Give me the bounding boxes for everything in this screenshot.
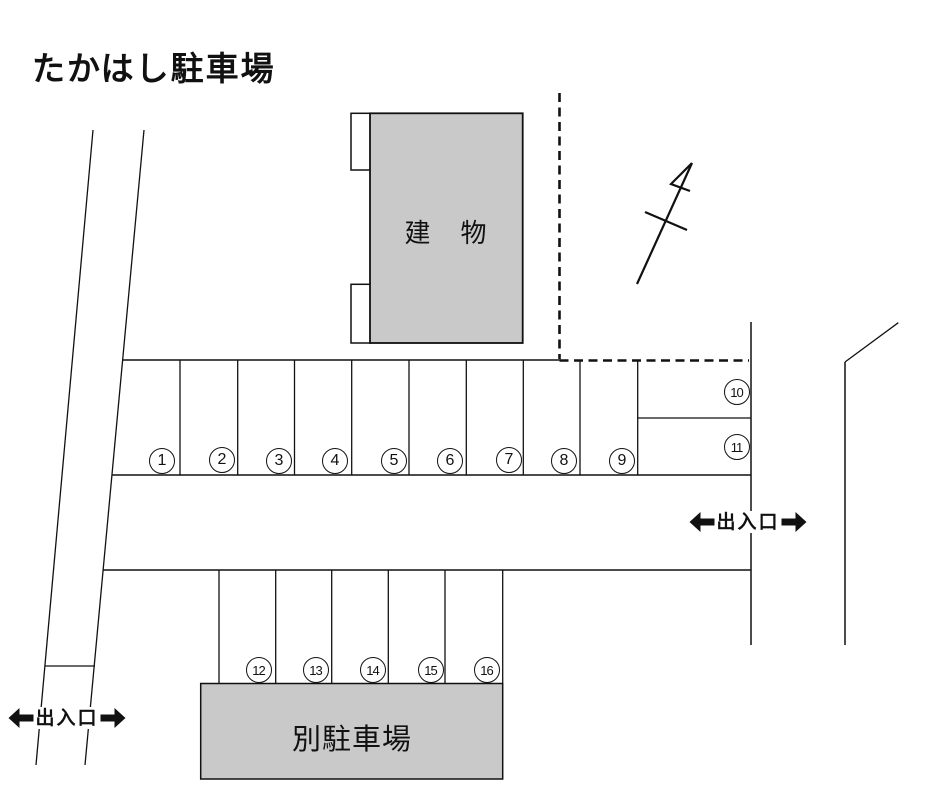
north-arrow-shaft xyxy=(635,162,694,285)
space-number-6: 6 xyxy=(437,448,463,474)
space-number-2: 2 xyxy=(209,447,235,473)
building-rect xyxy=(369,112,524,344)
space-number-1: 1 xyxy=(149,448,175,474)
space-number-3: 3 xyxy=(266,448,292,474)
annex-rect xyxy=(199,682,504,780)
entrance-left: 出入口 xyxy=(6,707,128,729)
left-arrow-icon xyxy=(8,708,34,728)
building-notch-top xyxy=(350,112,372,171)
space-number-12: 12 xyxy=(246,657,272,683)
space-number-4: 4 xyxy=(322,448,348,474)
entrance-left-label: 出入口 xyxy=(35,707,99,729)
space-number-9: 9 xyxy=(609,448,635,474)
space-number-5: 5 xyxy=(381,448,407,474)
building-notch-bottom xyxy=(350,283,372,344)
right-road-slant-line xyxy=(844,322,899,363)
space-number-10: 10 xyxy=(724,379,750,405)
space-number-11: 11 xyxy=(724,434,750,460)
space-number-8: 8 xyxy=(551,448,577,474)
space-number-15: 15 xyxy=(418,657,444,683)
space-number-14: 14 xyxy=(360,657,386,683)
space-number-7: 7 xyxy=(496,447,522,473)
north-arrow-icon xyxy=(635,162,694,285)
space-number-13: 13 xyxy=(303,657,329,683)
north-arrow-head xyxy=(669,162,693,193)
entrance-right: 出入口 xyxy=(687,511,809,533)
row2-dividers xyxy=(218,570,504,684)
annex-label: 別駐車場 xyxy=(291,724,412,756)
space-number-16: 16 xyxy=(474,657,500,683)
entrance-right-label: 出入口 xyxy=(716,511,780,533)
road-left-line xyxy=(35,129,94,766)
right-arrow-icon xyxy=(100,708,126,728)
left-arrow-icon xyxy=(689,512,715,532)
page-title: たかはし駐車場 xyxy=(32,50,276,87)
building-label: 建 物 xyxy=(404,218,489,248)
right-arrow-icon xyxy=(781,512,807,532)
north-arrow-tick xyxy=(644,210,688,232)
road-right-line xyxy=(84,129,145,766)
